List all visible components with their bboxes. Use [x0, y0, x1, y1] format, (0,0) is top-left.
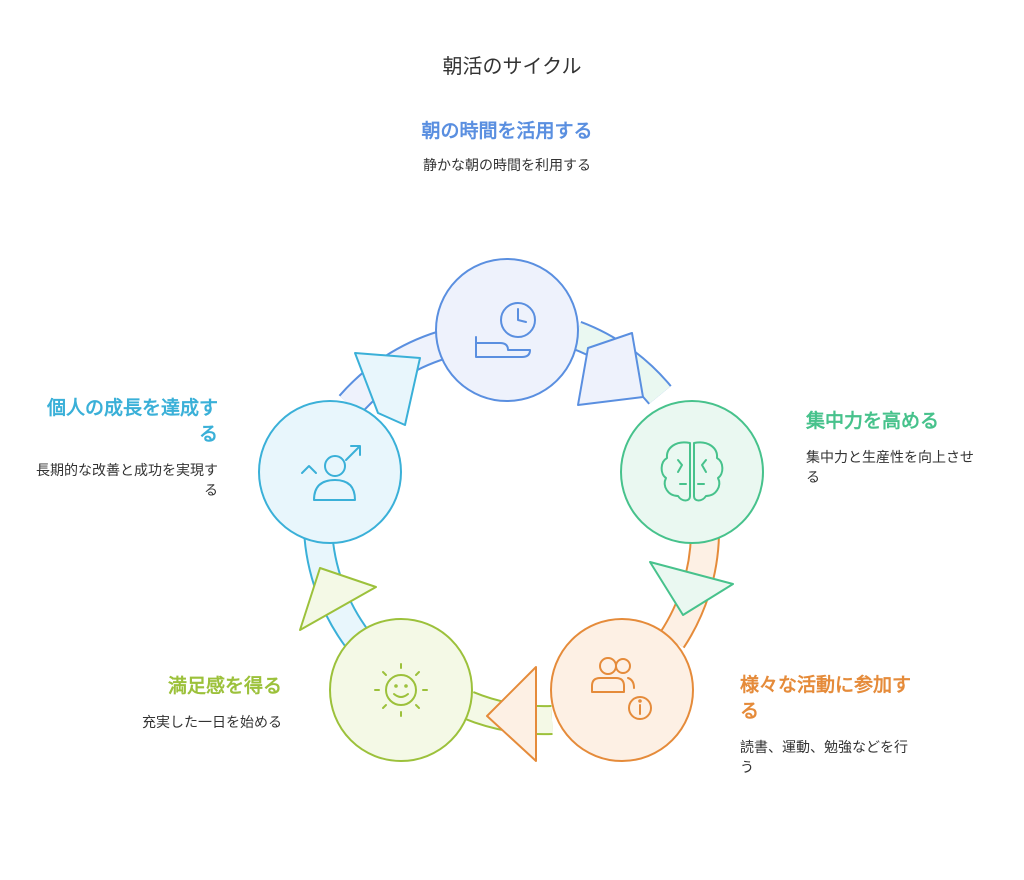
step-2-title: 集中力を高める	[806, 410, 940, 432]
arrow-head-5	[354, 352, 421, 426]
step-5-description: 長期的な改善と成功を実現する	[36, 463, 218, 499]
step-5-text: 個人の成長を達成する 長期的な改善と成功を実現する	[36, 395, 218, 501]
step-3-description: 読書、運動、勉強などを行う	[740, 740, 908, 776]
arrow-head-4	[299, 567, 377, 631]
person-growth-arrow-icon	[301, 445, 361, 501]
step-1-title: 朝の時間を活用する	[421, 120, 593, 142]
step-5-title: 個人の成長を達成する	[46, 397, 218, 445]
hand-clock-icon	[475, 302, 536, 358]
step-node-2	[620, 400, 764, 544]
arrow-head-1	[577, 332, 644, 406]
step-1-description: 静かな朝の時間を利用する	[423, 158, 591, 174]
arrow-head-2	[649, 561, 734, 616]
diagram-title: 朝活のサイクル	[442, 54, 582, 78]
step-4-text: 満足感を得る 充実した一日を始める	[100, 673, 282, 733]
step-2-description: 集中力と生産性を向上させる	[806, 450, 974, 486]
step-node-5	[258, 400, 402, 544]
step-2-text: 集中力を高める 集中力と生産性を向上させる	[806, 408, 986, 488]
step-node-3	[550, 618, 694, 762]
brain-icon	[660, 441, 724, 502]
step-node-4	[329, 618, 473, 762]
step-3-text: 様々な活動に参加する 読書、運動、勉強などを行う	[740, 672, 920, 778]
people-info-icon	[591, 657, 652, 720]
step-4-title: 満足感を得る	[167, 675, 282, 697]
step-1-text: 朝の時間を活用する 静かな朝の時間を利用する	[410, 118, 604, 176]
step-3-title: 様々な活動に参加する	[740, 674, 912, 722]
step-node-1	[435, 258, 579, 402]
arrow-head-3	[486, 666, 537, 762]
smiling-sun-icon	[374, 663, 428, 717]
step-4-description: 充実した一日を始める	[142, 715, 282, 731]
